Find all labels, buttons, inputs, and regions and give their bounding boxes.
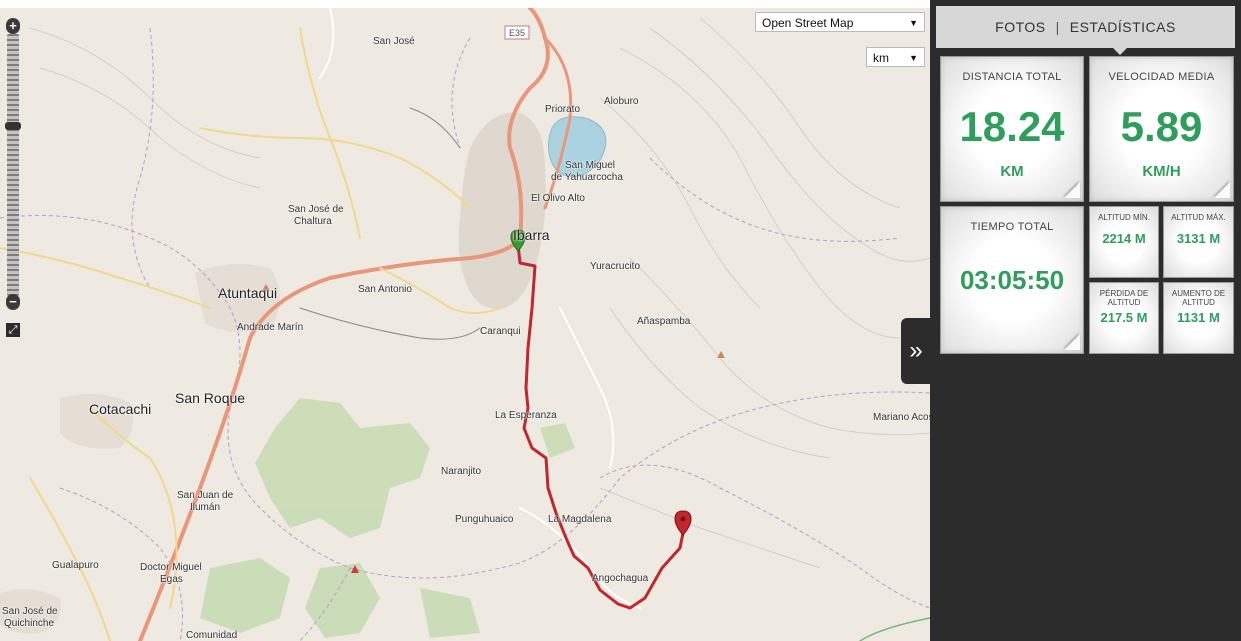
- tab-stats[interactable]: ESTADÍSTICAS: [1069, 19, 1176, 35]
- altitude-gain-card: AUMENTO DE ALTITUD 1131 M: [1163, 282, 1234, 354]
- altitude-gain-label-line1: AUMENTO DE: [1171, 289, 1226, 298]
- place-label: de Yahuarcocha: [551, 172, 623, 183]
- map-view[interactable]: E35 San José Priorato Aloburo San Miguel…: [0, 8, 930, 641]
- min-altitude-value: 2214 M: [1102, 231, 1146, 246]
- altitude-gain-label-line2: ALTITUD: [1182, 298, 1215, 307]
- page-curl-icon: [1214, 182, 1230, 198]
- map-layer-select[interactable]: Open Street Map ▼: [755, 12, 925, 32]
- zoom-in-button[interactable]: +: [6, 18, 20, 34]
- place-label: San Miguel: [565, 160, 616, 171]
- place-label: San José de: [2, 606, 58, 617]
- place-label: Egas: [160, 574, 183, 585]
- speed-value: 5.89: [1120, 103, 1203, 150]
- zoom-track[interactable]: [7, 34, 19, 296]
- place-label: Mariano Acos: [873, 412, 930, 423]
- chevron-down-icon: ▼: [909, 53, 918, 63]
- road-shield-label: E35: [509, 28, 525, 38]
- place-label: Comunidad: [186, 630, 238, 641]
- distance-card: DISTANCIA TOTAL 18.24 KM: [940, 56, 1084, 202]
- tab-separator: |: [1055, 19, 1060, 35]
- place-label: Ilumán: [190, 502, 221, 513]
- place-label: Angochagua: [592, 573, 649, 584]
- place-label: Caranqui: [480, 326, 521, 337]
- min-altitude-label: ALTITUD MÍN.: [1098, 213, 1150, 222]
- altitude-loss-label-line2: ALTITUD: [1107, 298, 1141, 307]
- page-curl-icon: [1064, 182, 1080, 198]
- place-label: La Esperanza: [495, 410, 557, 421]
- page-curl-icon: [1064, 334, 1080, 350]
- altitude-loss-label-line1: PÉRDIDA DE: [1099, 289, 1149, 298]
- altitude-loss-card: PÉRDIDA DE ALTITUD 217.5 M: [1089, 282, 1159, 354]
- peak-icon: [717, 351, 725, 358]
- start-marker[interactable]: [510, 229, 526, 252]
- place-label: Punguhuaico: [455, 514, 514, 525]
- time-card: TIEMPO TOTAL 03:05:50: [940, 206, 1084, 354]
- place-label: El Olivo Alto: [531, 193, 585, 204]
- distance-label: DISTANCIA TOTAL: [962, 71, 1062, 83]
- place-label: Priorato: [545, 104, 581, 115]
- panel-tabs: FOTOS | ESTADÍSTICAS: [936, 6, 1235, 48]
- unit-select-value: km: [873, 51, 889, 65]
- place-label: Quichinche: [4, 618, 55, 629]
- speed-unit: KM/H: [1142, 163, 1181, 180]
- place-label: Yuracrucito: [590, 261, 641, 272]
- place-label: Atuntaqui: [218, 285, 278, 301]
- place-label: Chaltura: [294, 216, 332, 227]
- map-basemap: E35: [0, 8, 930, 641]
- time-label: TIEMPO TOTAL: [970, 221, 1054, 233]
- distance-unit: KM: [1000, 163, 1024, 180]
- place-label: Andrade Marín: [237, 322, 304, 333]
- map-layer-select-value: Open Street Map: [762, 16, 854, 30]
- zoom-slider[interactable]: + −: [5, 18, 21, 310]
- altitude-loss-label: PÉRDIDA DE ALTITUD: [1090, 289, 1158, 307]
- zoom-out-button[interactable]: −: [6, 294, 20, 310]
- max-altitude-label: ALTITUD MÁX.: [1171, 213, 1226, 222]
- unit-select[interactable]: km ▼: [866, 47, 925, 67]
- place-label: Añaspamba: [637, 316, 691, 327]
- place-label: San José: [373, 36, 415, 47]
- altitude-gain-value: 1131 M: [1177, 310, 1220, 325]
- time-value: 03:05:50: [959, 265, 1065, 295]
- place-label: San Antonio: [358, 284, 412, 295]
- place-label: Ibarra: [513, 227, 550, 243]
- chevron-down-icon: ▼: [909, 18, 918, 28]
- place-label: Aloburo: [604, 96, 639, 107]
- distance-value: 18.24: [959, 103, 1065, 150]
- place-label: La Magdalena: [548, 514, 612, 525]
- peak-icon: [351, 565, 359, 573]
- road-shield: [504, 25, 530, 40]
- place-label: San José de: [288, 204, 344, 215]
- tab-photos[interactable]: FOTOS: [995, 19, 1046, 35]
- end-marker[interactable]: [674, 510, 692, 536]
- place-label: Gualapuro: [52, 560, 99, 571]
- active-tab-indicator: [1113, 48, 1127, 55]
- place-label: Naranjito: [441, 466, 482, 477]
- speed-label: VELOCIDAD MEDIA: [1108, 71, 1215, 83]
- max-altitude-value: 3131 M: [1176, 231, 1221, 246]
- collapse-panel-button[interactable]: »: [901, 318, 931, 384]
- min-altitude-card: ALTITUD MÍN. 2214 M: [1089, 206, 1159, 278]
- speed-card: VELOCIDAD MEDIA 5.89 KM/H: [1089, 56, 1234, 202]
- place-label: San Roque: [175, 390, 246, 406]
- altitude-loss-value: 217.5 M: [1100, 310, 1148, 325]
- max-altitude-card: ALTITUD MÁX. 3131 M: [1163, 206, 1234, 278]
- altitude-gain-label: AUMENTO DE ALTITUD: [1164, 289, 1233, 307]
- peak-icon: [262, 284, 270, 291]
- place-label: Doctor Miguel: [140, 562, 202, 573]
- place-label: Cotacachi: [89, 401, 152, 417]
- zoom-handle[interactable]: [5, 122, 21, 130]
- fullscreen-icon[interactable]: ⤢: [6, 323, 20, 337]
- place-label: San Juan de: [177, 490, 234, 501]
